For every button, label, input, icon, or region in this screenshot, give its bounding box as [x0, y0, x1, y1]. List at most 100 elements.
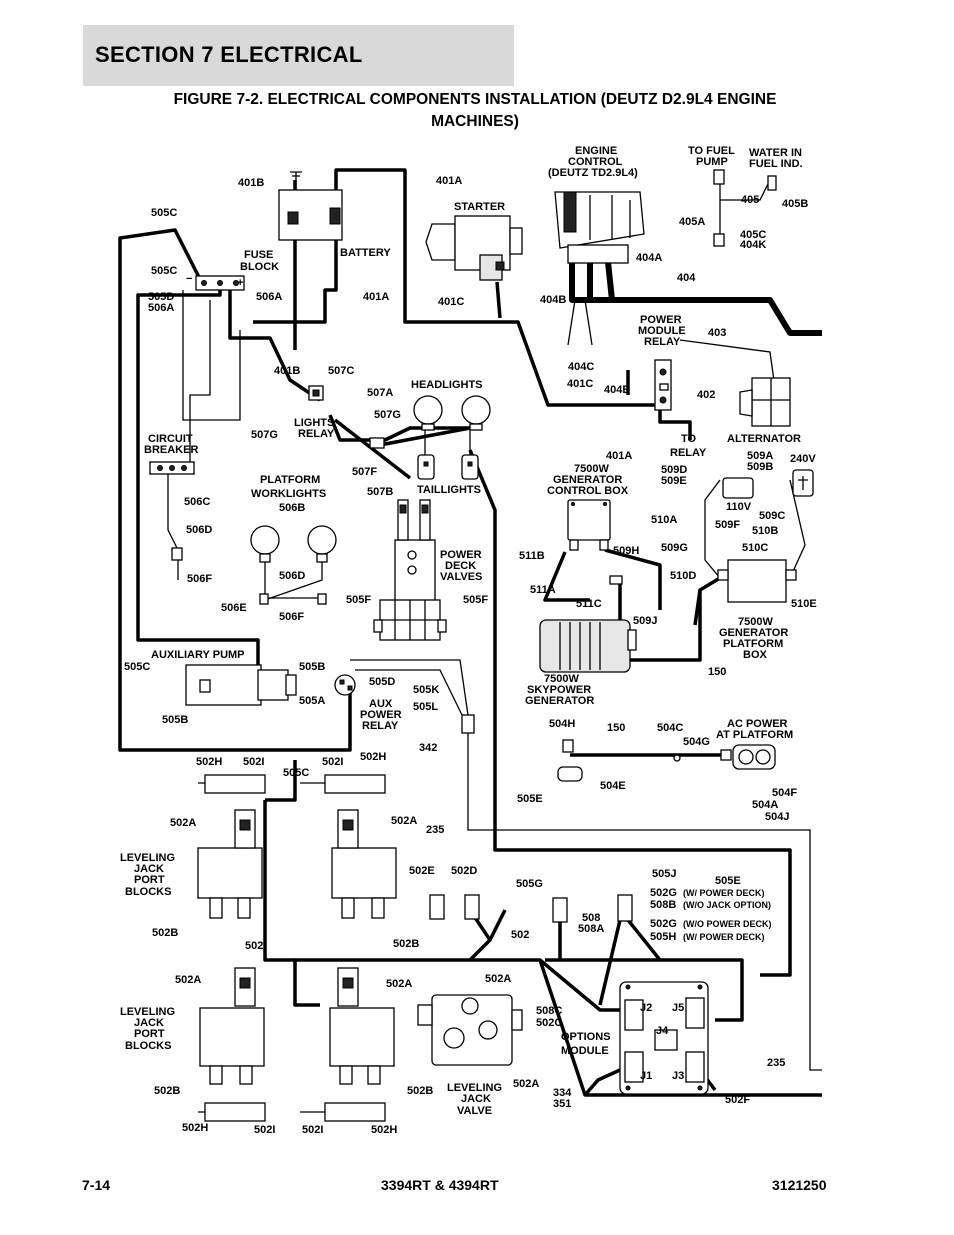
jack-port-block-bottom-right[interactable]: [324, 967, 395, 1122]
headlight-right[interactable]: [461, 395, 491, 431]
label: 405A: [679, 216, 705, 228]
lights-relay[interactable]: [308, 385, 324, 401]
battery-disconnect[interactable]: [278, 171, 343, 241]
worklight-right[interactable]: [307, 525, 337, 563]
label: 502B: [152, 927, 178, 939]
figure-title-line2: MACHINES): [431, 113, 519, 130]
label: (W/ POWER DECK): [683, 888, 765, 898]
label: RELAY: [644, 336, 681, 348]
label: 511A: [530, 584, 556, 596]
label: GENERATOR: [719, 627, 788, 639]
label: 509D: [661, 464, 687, 476]
headlight-left[interactable]: [413, 395, 443, 431]
aux-power-relay[interactable]: [334, 674, 356, 696]
label: 401C: [438, 296, 464, 308]
label: 235: [767, 1057, 785, 1069]
label: 404B: [540, 294, 566, 306]
power-module-relay[interactable]: [654, 359, 672, 411]
label: 403: [708, 327, 726, 339]
label: LEVELING: [120, 1006, 175, 1018]
label: LIGHTS: [294, 417, 334, 429]
label: 505E: [517, 793, 543, 805]
label: 150: [708, 666, 726, 678]
label: 505H: [650, 931, 676, 943]
power-deck-valves[interactable]: [373, 499, 447, 641]
jack-port-block-bottom-left[interactable]: [199, 967, 266, 1122]
label: PLATFORM: [260, 474, 320, 486]
label: 505C: [151, 265, 177, 277]
jack-port-block-top-left[interactable]: [197, 774, 266, 919]
alternator[interactable]: [739, 377, 791, 427]
ac-plug[interactable]: [557, 739, 732, 782]
connector-511c[interactable]: [609, 575, 623, 585]
label: 502H: [360, 751, 386, 763]
jack-connectors[interactable]: [429, 894, 633, 923]
label: 235: [426, 824, 444, 836]
taillight-left[interactable]: [417, 454, 435, 480]
label: 508: [582, 912, 600, 924]
jack-port-block-top-right[interactable]: [324, 774, 397, 919]
label: 506D: [186, 524, 212, 536]
auxiliary-pump[interactable]: [185, 664, 297, 706]
connector-342[interactable]: [461, 714, 475, 734]
starter-motor[interactable]: [425, 215, 523, 281]
label: 506B: [279, 502, 305, 514]
taillight-right[interactable]: [461, 454, 479, 480]
generator-platform-box[interactable]: [717, 559, 797, 603]
generator-control-box[interactable]: [567, 499, 611, 551]
label: 342: [419, 742, 437, 754]
outlet-110v[interactable]: [722, 477, 754, 499]
label: 505C: [283, 767, 309, 779]
leveling-jack-valve[interactable]: [417, 994, 523, 1066]
label: 404A: [636, 252, 662, 264]
label: 509B: [747, 461, 773, 473]
label: 506A: [148, 302, 174, 314]
label: BOX: [743, 649, 768, 661]
ac-power-outlet[interactable]: [732, 744, 776, 770]
label: 405B: [782, 198, 808, 210]
label: 502H: [196, 756, 222, 768]
label: (W/ POWER DECK): [683, 932, 765, 942]
label: 505B: [162, 714, 188, 726]
label: 505C: [151, 207, 177, 219]
label: 507A: [367, 387, 393, 399]
options-module[interactable]: [619, 981, 709, 1095]
label: (DEUTZ TD2.9L4): [548, 167, 638, 179]
label: 506F: [279, 611, 304, 623]
label: 502: [511, 929, 529, 941]
label: HEADLIGHTS: [411, 379, 483, 391]
circuit-breaker[interactable]: [149, 461, 195, 475]
label: 505G: [516, 878, 543, 890]
label: GENERATOR: [553, 474, 622, 486]
fuse-block[interactable]: [195, 275, 245, 291]
engine-control-unit[interactable]: [554, 191, 645, 264]
label: WORKLIGHTS: [251, 488, 326, 500]
label: 405C: [740, 229, 766, 241]
label: 240V: [790, 453, 816, 465]
label: 401B: [238, 177, 264, 189]
fuel-connectors[interactable]: [713, 169, 777, 247]
label: RELAY: [362, 720, 399, 732]
label: 401C: [567, 378, 593, 390]
label: 402: [697, 389, 715, 401]
worklight-left[interactable]: [250, 525, 280, 563]
label: BLOCKS: [125, 886, 171, 898]
label: PORT: [134, 874, 165, 886]
label: 404E: [604, 384, 630, 396]
label: VALVES: [440, 571, 482, 583]
label: 110V: [726, 501, 752, 513]
label: 509F: [715, 519, 740, 531]
label: 509C: [759, 510, 785, 522]
plug-240v[interactable]: [792, 469, 814, 497]
label: 502B: [154, 1085, 180, 1097]
label: J1: [640, 1070, 652, 1082]
label: J5: [672, 1002, 684, 1014]
lights-connector[interactable]: [369, 437, 385, 449]
section-header: SECTION 7 ELECTRICAL: [83, 25, 514, 86]
worklight-connectors[interactable]: [171, 547, 327, 605]
label: MODULE: [561, 1045, 609, 1057]
label: 505D: [369, 676, 395, 688]
skypower-generator[interactable]: [539, 619, 637, 673]
label: 509G: [661, 542, 688, 554]
